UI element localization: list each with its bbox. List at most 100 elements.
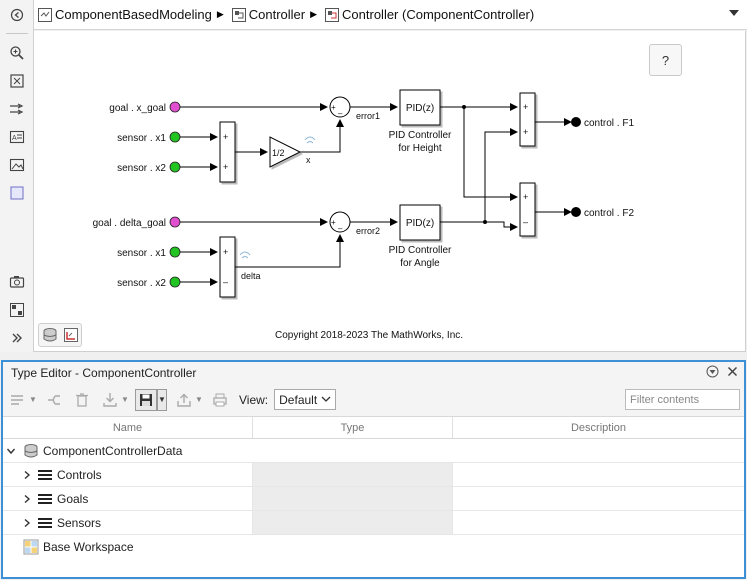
chevron-down-icon[interactable]: ▼ bbox=[157, 388, 167, 411]
description-cell[interactable] bbox=[453, 487, 744, 510]
view-select-value: Default bbox=[279, 392, 318, 407]
signal-line bbox=[463, 107, 518, 201]
breadcrumb-separator-icon: ▶ bbox=[310, 9, 318, 19]
tree-row-label: Goals bbox=[57, 491, 89, 506]
breadcrumb-item-model[interactable]: ComponentBasedModeling bbox=[34, 7, 212, 22]
image-icon[interactable] bbox=[7, 155, 27, 175]
outport-f2[interactable] bbox=[571, 207, 581, 217]
gain-block[interactable] bbox=[269, 136, 302, 168]
inport-label-sensor-x1-b: sensor . x1 bbox=[117, 248, 166, 259]
breadcrumb-item-referenced-model[interactable]: Controller (ComponentController) bbox=[321, 7, 534, 22]
expand-palette-icon[interactable] bbox=[7, 328, 27, 348]
tree-row-label: Sensors bbox=[57, 515, 102, 530]
outport-f1[interactable] bbox=[571, 117, 581, 127]
print-icon[interactable] bbox=[209, 389, 231, 411]
save-icon[interactable] bbox=[135, 388, 157, 411]
bus-type-icon bbox=[38, 493, 52, 504]
expand-icon[interactable] bbox=[21, 494, 33, 504]
delete-icon[interactable] bbox=[71, 389, 93, 411]
expand-icon[interactable] bbox=[21, 518, 33, 528]
tree-row-base-workspace[interactable]: Base Workspace bbox=[3, 535, 744, 559]
workspace-icon bbox=[23, 539, 39, 555]
chevron-down-icon[interactable]: ▼ bbox=[29, 395, 37, 404]
inport-delta-goal[interactable] bbox=[169, 216, 181, 228]
add-element-icon[interactable] bbox=[43, 389, 65, 411]
help-button[interactable]: ? bbox=[649, 44, 682, 76]
breadcrumb: ComponentBasedModeling ▶ Controller ▶ Co… bbox=[34, 0, 747, 30]
sum-sign: + bbox=[223, 247, 228, 257]
import-icon[interactable] bbox=[99, 389, 121, 411]
fit-to-view-icon[interactable] bbox=[7, 71, 27, 91]
description-cell[interactable] bbox=[453, 463, 744, 486]
breadcrumb-item-controller[interactable]: Controller bbox=[228, 7, 305, 22]
tree-row-controls[interactable]: Controls bbox=[3, 463, 744, 487]
pid-block-height[interactable] bbox=[399, 89, 441, 126]
collapse-icon[interactable] bbox=[5, 446, 17, 456]
sum-block-f1[interactable] bbox=[519, 92, 536, 147]
tree-row-goals[interactable]: Goals bbox=[3, 487, 744, 511]
annotation-icon[interactable]: A bbox=[7, 127, 27, 147]
close-icon[interactable] bbox=[727, 366, 738, 377]
canvas-view-toggle bbox=[38, 323, 82, 347]
signal-line bbox=[484, 128, 518, 222]
export-icon[interactable] bbox=[173, 389, 195, 411]
outport-label-f2: control . F2 bbox=[584, 208, 634, 219]
sum-sign: + bbox=[523, 102, 528, 112]
database-icon[interactable] bbox=[42, 327, 58, 343]
copyright-text: Copyright 2018-2023 The MathWorks, Inc. bbox=[275, 330, 463, 341]
type-cell[interactable] bbox=[253, 511, 453, 534]
camera-icon[interactable] bbox=[7, 272, 27, 292]
description-cell[interactable] bbox=[453, 511, 744, 534]
model-data-icon[interactable] bbox=[63, 327, 79, 343]
tree-row-root[interactable]: ComponentControllerData bbox=[3, 439, 744, 463]
inport-sensor-x2[interactable] bbox=[169, 161, 181, 173]
back-icon[interactable] bbox=[7, 5, 27, 25]
column-header-description[interactable]: Description bbox=[570, 421, 627, 434]
sum-block-f2[interactable] bbox=[519, 182, 536, 237]
pid-block-angle[interactable] bbox=[399, 204, 441, 241]
route-lines-icon[interactable] bbox=[7, 99, 27, 119]
inport-x-goal[interactable] bbox=[169, 101, 181, 113]
sum-block-delta[interactable] bbox=[219, 236, 236, 298]
inport-sensor-x1-b[interactable] bbox=[169, 246, 181, 258]
tree-row-label: ComponentControllerData bbox=[43, 443, 183, 458]
chevron-down-icon[interactable]: ▼ bbox=[121, 395, 129, 404]
diagram-canvas[interactable]: ? goal . x_goal sensor . x1 sensor . x2 … bbox=[34, 31, 746, 352]
filter-input[interactable] bbox=[625, 389, 740, 410]
area-icon[interactable] bbox=[7, 183, 27, 203]
subsystem-icon bbox=[231, 7, 246, 22]
model-palette: A bbox=[0, 0, 34, 352]
sum-sign: – bbox=[523, 217, 528, 227]
view-label: View: bbox=[239, 392, 269, 407]
breadcrumb-separator-icon: ▶ bbox=[216, 9, 224, 19]
database-icon bbox=[24, 443, 38, 457]
sum-block-x[interactable] bbox=[219, 121, 236, 183]
type-cell[interactable] bbox=[253, 463, 453, 486]
zoom-in-icon[interactable] bbox=[7, 43, 27, 63]
svg-text:A: A bbox=[12, 135, 17, 142]
panel-options-icon[interactable] bbox=[706, 365, 719, 378]
palette-divider bbox=[6, 33, 28, 34]
add-type-icon[interactable] bbox=[7, 389, 29, 411]
chevron-down-icon[interactable]: ▼ bbox=[195, 395, 203, 404]
inport-label-sensor-x2: sensor . x2 bbox=[117, 163, 166, 174]
breadcrumb-dropdown-icon[interactable] bbox=[729, 9, 739, 17]
tree-row-label: Controls bbox=[57, 467, 102, 482]
view-select[interactable]: Default bbox=[274, 389, 337, 410]
inport-sensor-x1[interactable] bbox=[169, 131, 181, 143]
pid-name-line2: for Angle bbox=[400, 258, 440, 269]
model-reference-icon bbox=[325, 7, 340, 22]
expand-icon[interactable] bbox=[21, 470, 33, 480]
column-header-name[interactable]: Name bbox=[3, 417, 253, 438]
column-header-type[interactable]: Type bbox=[253, 417, 453, 438]
tree-row-label: Base Workspace bbox=[43, 540, 134, 554]
model-browser-icon[interactable] bbox=[7, 300, 27, 320]
sum-sign: + bbox=[523, 127, 528, 137]
type-editor-toolbar: ▼ ▼ ▼ ▼ View: Default bbox=[3, 383, 744, 417]
signal-label-error1: error1 bbox=[356, 111, 380, 121]
model-icon bbox=[38, 7, 52, 22]
type-cell[interactable] bbox=[253, 487, 453, 510]
inport-sensor-x2-b[interactable] bbox=[169, 276, 181, 288]
tree-row-sensors[interactable]: Sensors bbox=[3, 511, 744, 535]
sum-sign: + bbox=[223, 132, 228, 142]
